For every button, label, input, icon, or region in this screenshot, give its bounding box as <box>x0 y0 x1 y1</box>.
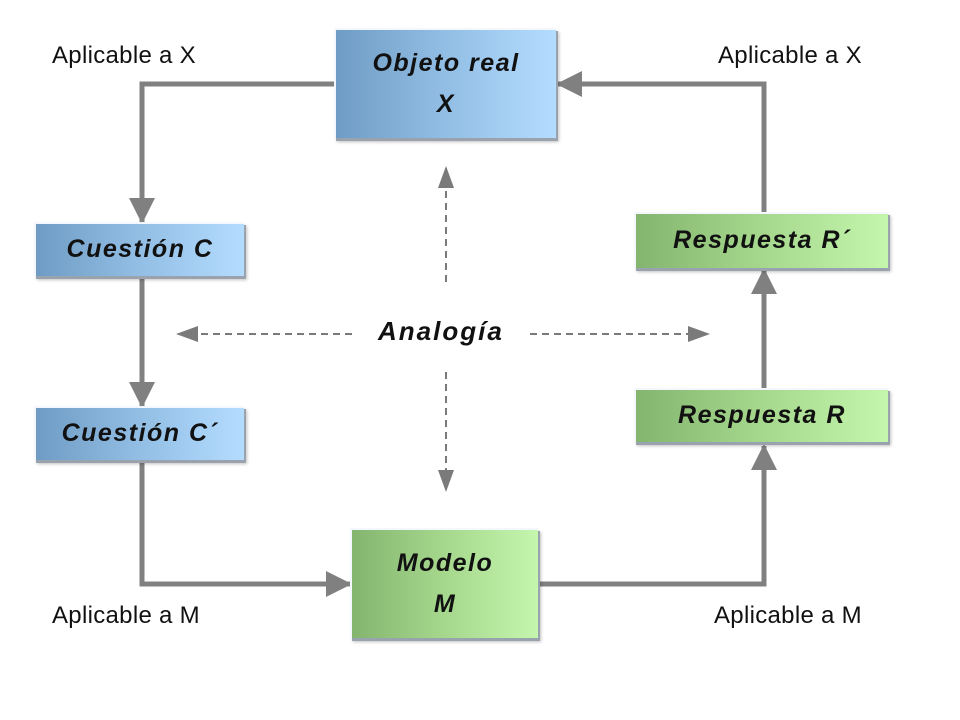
question-c-label: Cuestión C <box>66 235 214 264</box>
analogy-label: Analogía <box>378 316 504 346</box>
answer-r-label: Respuesta R <box>678 401 846 430</box>
connector-real-to-question-c <box>129 81 335 224</box>
model-title: Modelo <box>396 548 494 577</box>
question-c-prime-label: Cuestión C´ <box>61 419 219 448</box>
answer-r-box: Respuesta R <box>634 388 888 442</box>
model-symbol: M <box>433 590 457 618</box>
question-c-prime-box: Cuestión C´ <box>34 406 244 460</box>
answer-r-prime-label: Respuesta R´ <box>673 226 851 255</box>
label-bottom-left: Aplicable a M <box>52 602 200 629</box>
real-object-symbol: X <box>436 90 456 118</box>
connector-question-c-prime-to-model <box>139 460 352 597</box>
real-object-title: Objeto real <box>372 48 520 77</box>
model-box: Modelo M <box>350 528 538 638</box>
real-object-box: Objeto real X <box>334 28 556 138</box>
answer-r-prime-box: Respuesta R´ <box>634 212 888 268</box>
question-c-box: Cuestión C <box>34 222 244 276</box>
connector-answer-r-prime-to-real <box>556 71 767 212</box>
connector-model-to-answer-r <box>538 444 777 587</box>
label-top-right: Aplicable a X <box>718 42 862 69</box>
label-bottom-right: Aplicable a M <box>714 602 862 629</box>
label-top-left: Aplicable a X <box>52 42 196 69</box>
